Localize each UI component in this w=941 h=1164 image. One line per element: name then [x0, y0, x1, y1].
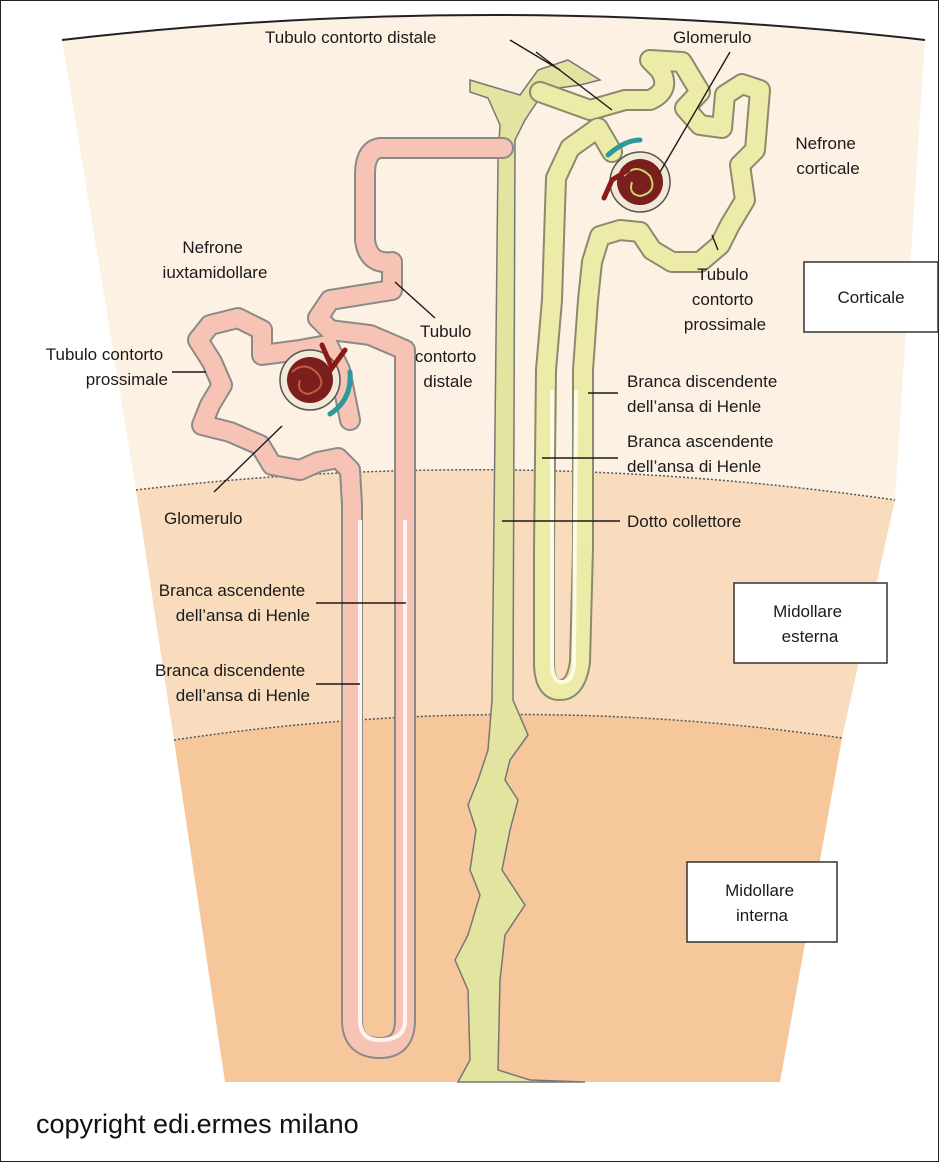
- copyright-text: copyright edi.ermes milano: [36, 1109, 359, 1139]
- label-tubulo-distale-mid: Tubulo contorto distale: [415, 322, 481, 391]
- zone-box-corticale: Corticale: [804, 262, 938, 332]
- label-dotto-collettore: Dotto collettore: [627, 512, 741, 531]
- label-glomerulo-top: Glomerulo: [673, 28, 751, 47]
- zone-box-midollare-esterna: Midollare esterna: [734, 583, 887, 663]
- zone-box-midollare-interna: Midollare interna: [687, 862, 837, 942]
- label-glomerulo-left: Glomerulo: [164, 509, 242, 528]
- label-tubulo-distale-top: Tubulo contorto distale: [265, 28, 436, 47]
- svg-text:Corticale: Corticale: [837, 288, 904, 307]
